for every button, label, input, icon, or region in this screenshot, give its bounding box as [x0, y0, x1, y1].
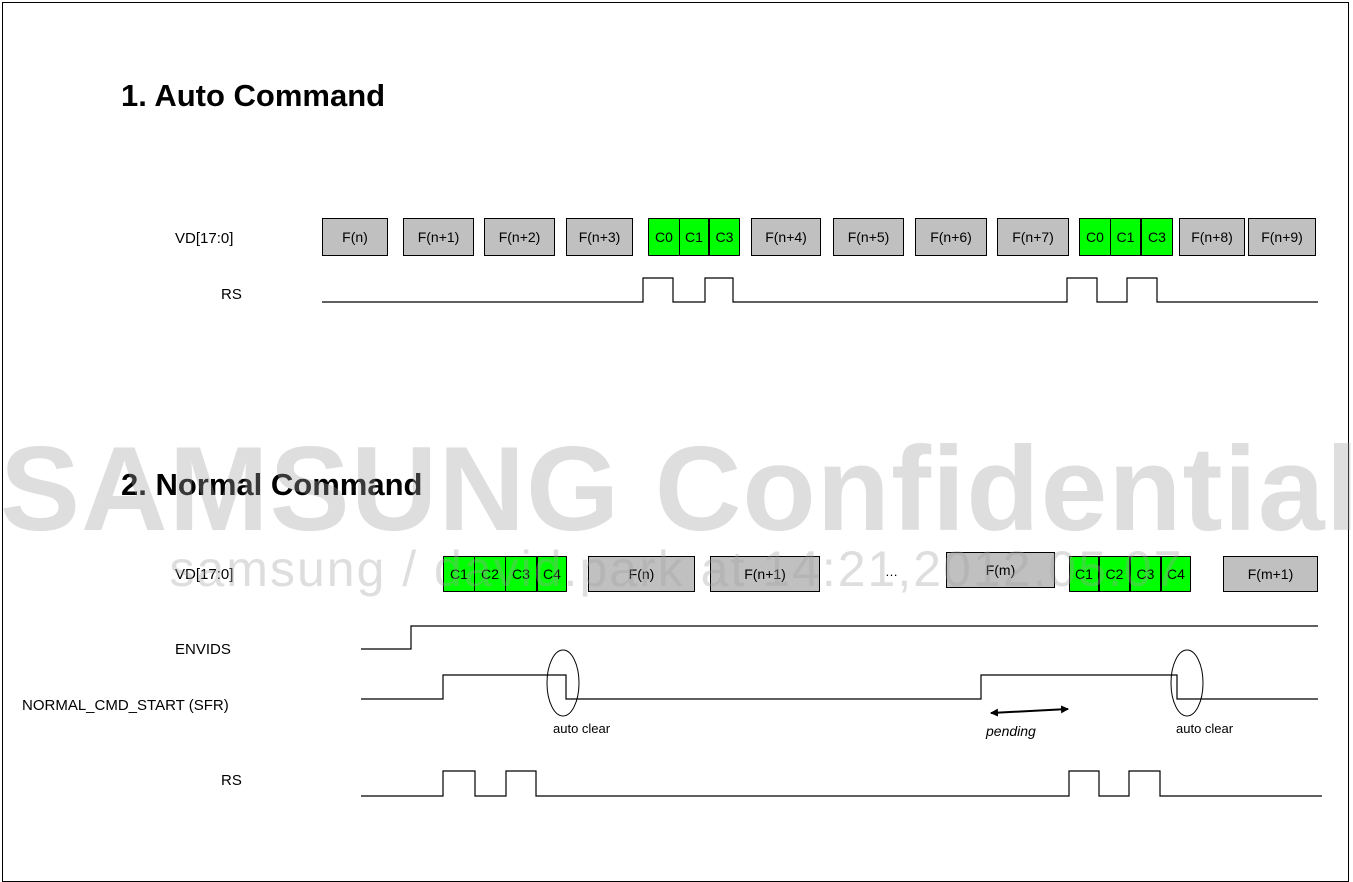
envids-label: ENVIDS: [175, 641, 231, 658]
normal-cmd-start-waveform: [361, 674, 1318, 700]
pending-label: pending: [986, 723, 1036, 739]
s1-command-block: C1: [1110, 218, 1141, 256]
s1-command-block: C0: [648, 218, 680, 256]
s2-command-block: C3: [505, 556, 537, 592]
pending-arrow: [990, 705, 1069, 717]
section2-vd-label: VD[17:0]: [175, 566, 234, 583]
section1-title: 1. Auto Command: [121, 78, 386, 113]
s1-frame-block: F(n+1): [403, 218, 474, 256]
s2-command-block: C1: [1069, 556, 1099, 592]
s2-frame-block: F(n): [588, 556, 695, 592]
s1-frame-block: F(n+7): [997, 218, 1069, 256]
s1-command-block: C1: [679, 218, 709, 256]
s2-frame-block: F(m+1): [1223, 556, 1318, 592]
s1-frame-block: F(n+2): [484, 218, 555, 256]
s2-frame-block: F(n+1): [710, 556, 820, 592]
s2-command-block: C2: [1099, 556, 1130, 592]
auto-clear-label-2: auto clear: [1176, 721, 1234, 736]
auto-clear-label-1: auto clear: [553, 721, 611, 736]
s1-frame-block: F(n+9): [1248, 218, 1316, 256]
s2-ellipsis: …: [885, 564, 898, 579]
s2-command-block: C2: [474, 556, 506, 592]
s1-frame-block: F(n+3): [566, 218, 633, 256]
s1-command-block: C0: [1079, 218, 1111, 256]
s1-frame-block: F(n+8): [1179, 218, 1245, 256]
envids-waveform: [361, 625, 1318, 650]
section2-rs-waveform: [361, 770, 1322, 797]
section2-title: 2. Normal Command: [121, 467, 423, 502]
s2-command-block: C4: [1161, 556, 1191, 592]
normal-cmd-start-label: NORMAL_CMD_START (SFR): [22, 697, 229, 714]
s1-frame-block: F(n): [322, 218, 388, 256]
s1-frame-block: F(n+4): [751, 218, 821, 256]
auto-clear-ellipse-1: [546, 649, 580, 717]
section1-vd-label: VD[17:0]: [175, 230, 234, 247]
s2-frame-block: F(m): [946, 552, 1055, 588]
s1-command-block: C3: [1141, 218, 1173, 256]
s2-command-block: C1: [443, 556, 475, 592]
s2-command-block: C3: [1130, 556, 1161, 592]
s1-frame-block: F(n+5): [833, 218, 904, 256]
section1-rs-label: RS: [221, 286, 242, 303]
auto-clear-ellipse-2: [1170, 649, 1204, 717]
section1-rs-waveform: [322, 277, 1318, 303]
s1-frame-block: F(n+6): [915, 218, 987, 256]
section2-rs-label: RS: [221, 772, 242, 789]
s2-command-block: C4: [537, 556, 567, 592]
s1-command-block: C3: [709, 218, 740, 256]
